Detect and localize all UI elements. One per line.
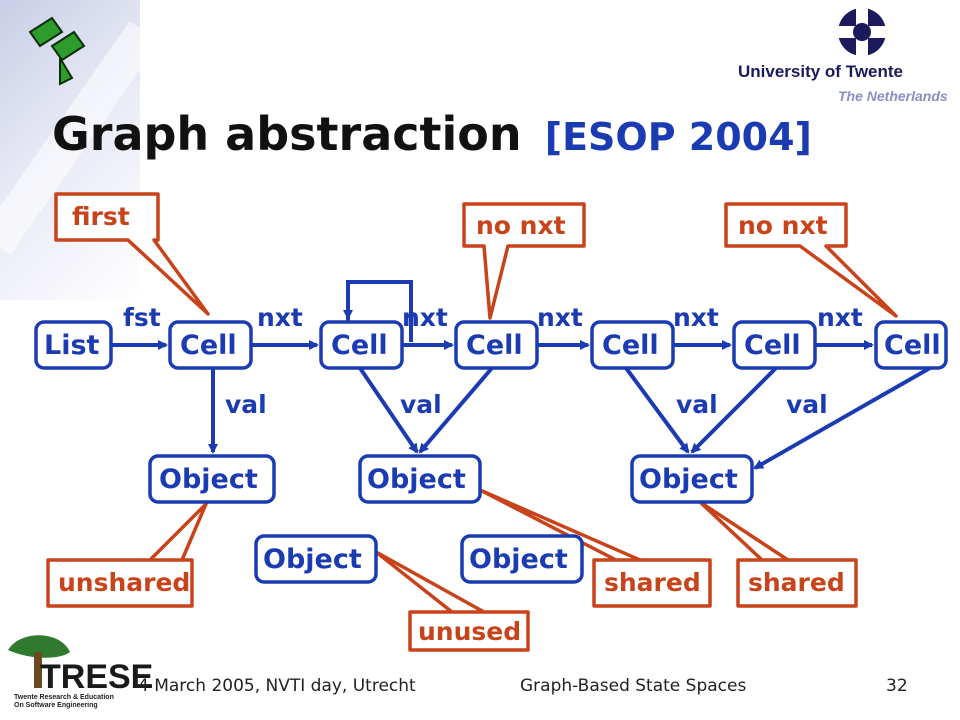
node-cell: Cell (874, 320, 948, 370)
node-object: Object (460, 534, 584, 584)
edge-label-nxt: nxt (537, 303, 583, 332)
edge-label-val: val (786, 390, 828, 419)
edge-label-val: val (400, 390, 442, 419)
node-object: Object (254, 534, 378, 584)
edge-val-3 (418, 366, 494, 454)
callout-no-nxt: no nxt (724, 202, 898, 318)
trese-tagline-line2: On Software Engineering (14, 702, 98, 709)
svg-text:Object: Object (367, 464, 466, 495)
edge-label-fst: fst (123, 303, 161, 332)
svg-text:unused: unused (418, 617, 521, 646)
svg-text:Object: Object (639, 464, 738, 495)
trese-logo-text: TRESE (40, 658, 153, 696)
svg-text:Object: Object (469, 544, 568, 575)
groove-logo-icon (28, 16, 86, 86)
callout-shared: shared (698, 500, 858, 608)
node-list: List (34, 320, 113, 370)
university-name: University of Twente (738, 62, 903, 81)
trese-tagline: Twente Research & Education On Software … (14, 694, 114, 710)
edges (111, 280, 931, 470)
edge-label-nxt: nxt (817, 303, 863, 332)
svg-text:Cell: Cell (884, 330, 941, 361)
svg-text:shared: shared (604, 568, 701, 597)
svg-text:Cell: Cell (744, 330, 801, 361)
svg-text:shared: shared (748, 568, 845, 597)
footer-title: Graph-Based State Spaces (520, 676, 747, 696)
edge-label-val: val (225, 390, 267, 419)
callout-no-nxt: no nxt (462, 202, 586, 320)
callout-first: first (54, 192, 210, 316)
trese-tagline-line1: Twente Research & Education (14, 694, 114, 701)
svg-text:Cell: Cell (466, 330, 523, 361)
footer-date: 4 March 2005, NVTI day, Utrecht (138, 676, 416, 696)
callout-unshared: unshared (46, 502, 208, 608)
edge-val-5 (690, 366, 778, 454)
trese-logo-icon: TRESE (8, 635, 153, 696)
university-country: The Netherlands (838, 88, 948, 104)
svg-text:Object: Object (263, 544, 362, 575)
svg-text:unshared: unshared (58, 568, 190, 597)
node-cell: Cell (168, 320, 253, 370)
svg-text:Cell: Cell (331, 330, 388, 361)
title-text: Graph abstraction (52, 107, 522, 161)
svg-text:no nxt: no nxt (738, 211, 828, 240)
svg-text:Cell: Cell (180, 330, 237, 361)
edge-label-val: val (676, 390, 718, 419)
edge-label-nxt: nxt (673, 303, 719, 332)
node-object: Object (358, 454, 482, 504)
node-object: Object (630, 454, 754, 504)
svg-text:List: List (44, 330, 100, 361)
edge-labels: fst nxt nxt nxt nxt nxt val val val val (123, 303, 863, 419)
node-cell: Cell (590, 320, 675, 370)
svg-text:first: first (72, 202, 130, 231)
edge-label-nxt: nxt (402, 303, 448, 332)
edge-val-6 (753, 366, 931, 470)
node-cell: Cell (319, 320, 404, 370)
svg-text:Object: Object (159, 464, 258, 495)
university-logo-icon (838, 8, 886, 56)
slide-title: Graph abstraction [ESOP 2004] (52, 107, 812, 161)
title-citation: [ESOP 2004] (545, 115, 812, 159)
svg-text:no nxt: no nxt (476, 211, 566, 240)
svg-text:Cell: Cell (602, 330, 659, 361)
node-object: Object (148, 454, 276, 504)
edge-label-nxt: nxt (257, 303, 303, 332)
callout-unused: unused (374, 550, 530, 652)
node-cell: Cell (454, 320, 539, 370)
page-number: 32 (886, 676, 908, 696)
edge-val-2 (358, 366, 419, 454)
node-cell: Cell (732, 320, 817, 370)
edge-val-4 (624, 366, 690, 454)
